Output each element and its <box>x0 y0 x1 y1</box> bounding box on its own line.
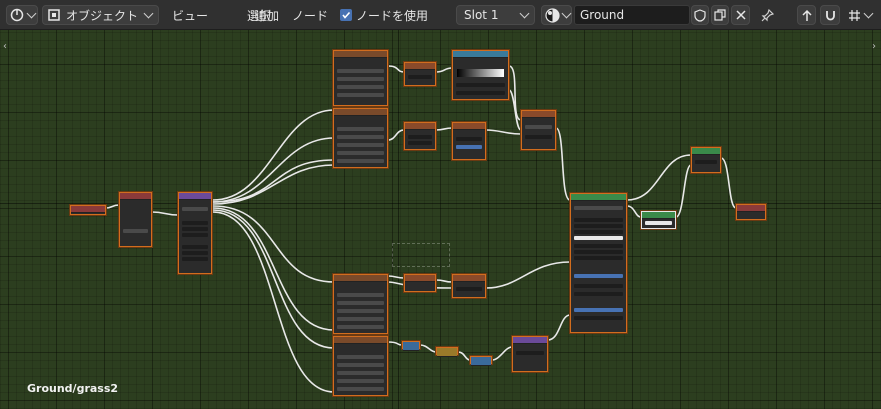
pin-button[interactable] <box>758 5 776 25</box>
material-browse-button[interactable] <box>541 5 572 25</box>
link <box>212 109 335 201</box>
node-reroute-1[interactable] <box>402 341 420 351</box>
y-axis-line <box>398 30 399 409</box>
editor-type-selector[interactable] <box>6 5 38 25</box>
node-image-texture-3[interactable] <box>333 274 388 334</box>
use-nodes-toggle[interactable]: ノードを使用 <box>340 5 428 25</box>
unlink-material-button[interactable] <box>731 5 750 25</box>
slot-selector[interactable]: Slot 1 <box>456 5 535 25</box>
node-material-output[interactable] <box>736 204 766 220</box>
menu-view[interactable]: ビュー <box>172 8 209 23</box>
x-axis-line <box>0 203 881 204</box>
node-rgb-curves-1[interactable] <box>404 62 436 86</box>
node-mix-shader[interactable] <box>691 147 721 173</box>
duplicate-icon <box>714 9 726 21</box>
node-mix-1[interactable] <box>452 122 486 160</box>
node-color-ramp[interactable] <box>452 50 509 100</box>
shader-type-selector[interactable]: オブジェクト <box>42 5 159 25</box>
node-editor-header: オブジェクト ビュー 選択 追加 ノード ノードを使用 Slot 1 Groun… <box>0 0 881 30</box>
menu-select[interactable]: 選択 <box>247 8 272 23</box>
node-reroute-2[interactable] <box>436 347 458 357</box>
node-reroute-3[interactable] <box>470 356 492 366</box>
snap-toggle[interactable] <box>820 5 840 25</box>
checkbox-checked-icon <box>340 9 352 21</box>
color-ramp-gradient[interactable] <box>457 69 504 77</box>
node-mapping[interactable] <box>178 192 212 274</box>
node-image-texture-1[interactable] <box>333 50 388 106</box>
node-mix-2[interactable] <box>521 110 556 150</box>
menu-add[interactable]: 追加 <box>255 8 280 23</box>
frame-label: Ground/grass2 <box>27 382 119 395</box>
node-image-texture-4[interactable] <box>333 336 388 396</box>
material-name-field[interactable]: Ground <box>574 5 690 25</box>
pin-icon <box>761 8 774 21</box>
parent-arrow-icon <box>801 9 812 21</box>
node-texture-coordinate[interactable] <box>119 192 152 247</box>
node-invert[interactable] <box>404 274 436 292</box>
chevron-down-icon <box>519 8 530 18</box>
fake-user-button[interactable] <box>691 5 709 25</box>
chevron-down-icon <box>26 8 37 18</box>
use-nodes-label: ノードを使用 <box>356 8 429 23</box>
box-select-region <box>392 243 450 267</box>
node-principled-bsdf[interactable] <box>570 193 627 333</box>
parent-node-tree-button[interactable] <box>797 5 816 25</box>
node-mix-3[interactable] <box>452 274 486 298</box>
fake-user-shield-icon <box>694 8 706 22</box>
node-texture-coord-small[interactable] <box>70 205 106 215</box>
overlay-grid-icon <box>849 9 860 21</box>
node-links <box>105 65 737 393</box>
close-icon <box>735 10 746 20</box>
material-sphere-icon <box>545 7 560 23</box>
chevron-down-icon <box>143 8 154 18</box>
new-material-button[interactable] <box>711 5 729 25</box>
object-menu-label: オブジェクト <box>66 8 139 23</box>
node-selected-active[interactable] <box>641 211 676 229</box>
node-normal-map[interactable] <box>512 336 548 372</box>
scroll-left-arrow-icon[interactable]: ‹ <box>3 41 7 52</box>
node-editor-icon <box>10 8 24 22</box>
object-icon <box>48 9 60 21</box>
snap-magnet-icon <box>825 10 835 20</box>
slot-label: Slot 1 <box>464 8 499 22</box>
material-name: Ground <box>580 8 625 22</box>
node-rgb-curves-2[interactable] <box>404 122 436 150</box>
chevron-down-icon <box>863 8 874 18</box>
overlay-menu[interactable] <box>846 5 876 25</box>
node-image-texture-2[interactable] <box>333 108 388 168</box>
scroll-right-arrow-icon[interactable]: › <box>872 41 876 52</box>
chevron-down-icon <box>561 8 572 18</box>
menu-node[interactable]: ノード <box>292 8 329 23</box>
node-canvas[interactable]: ‹ › <box>0 30 881 409</box>
